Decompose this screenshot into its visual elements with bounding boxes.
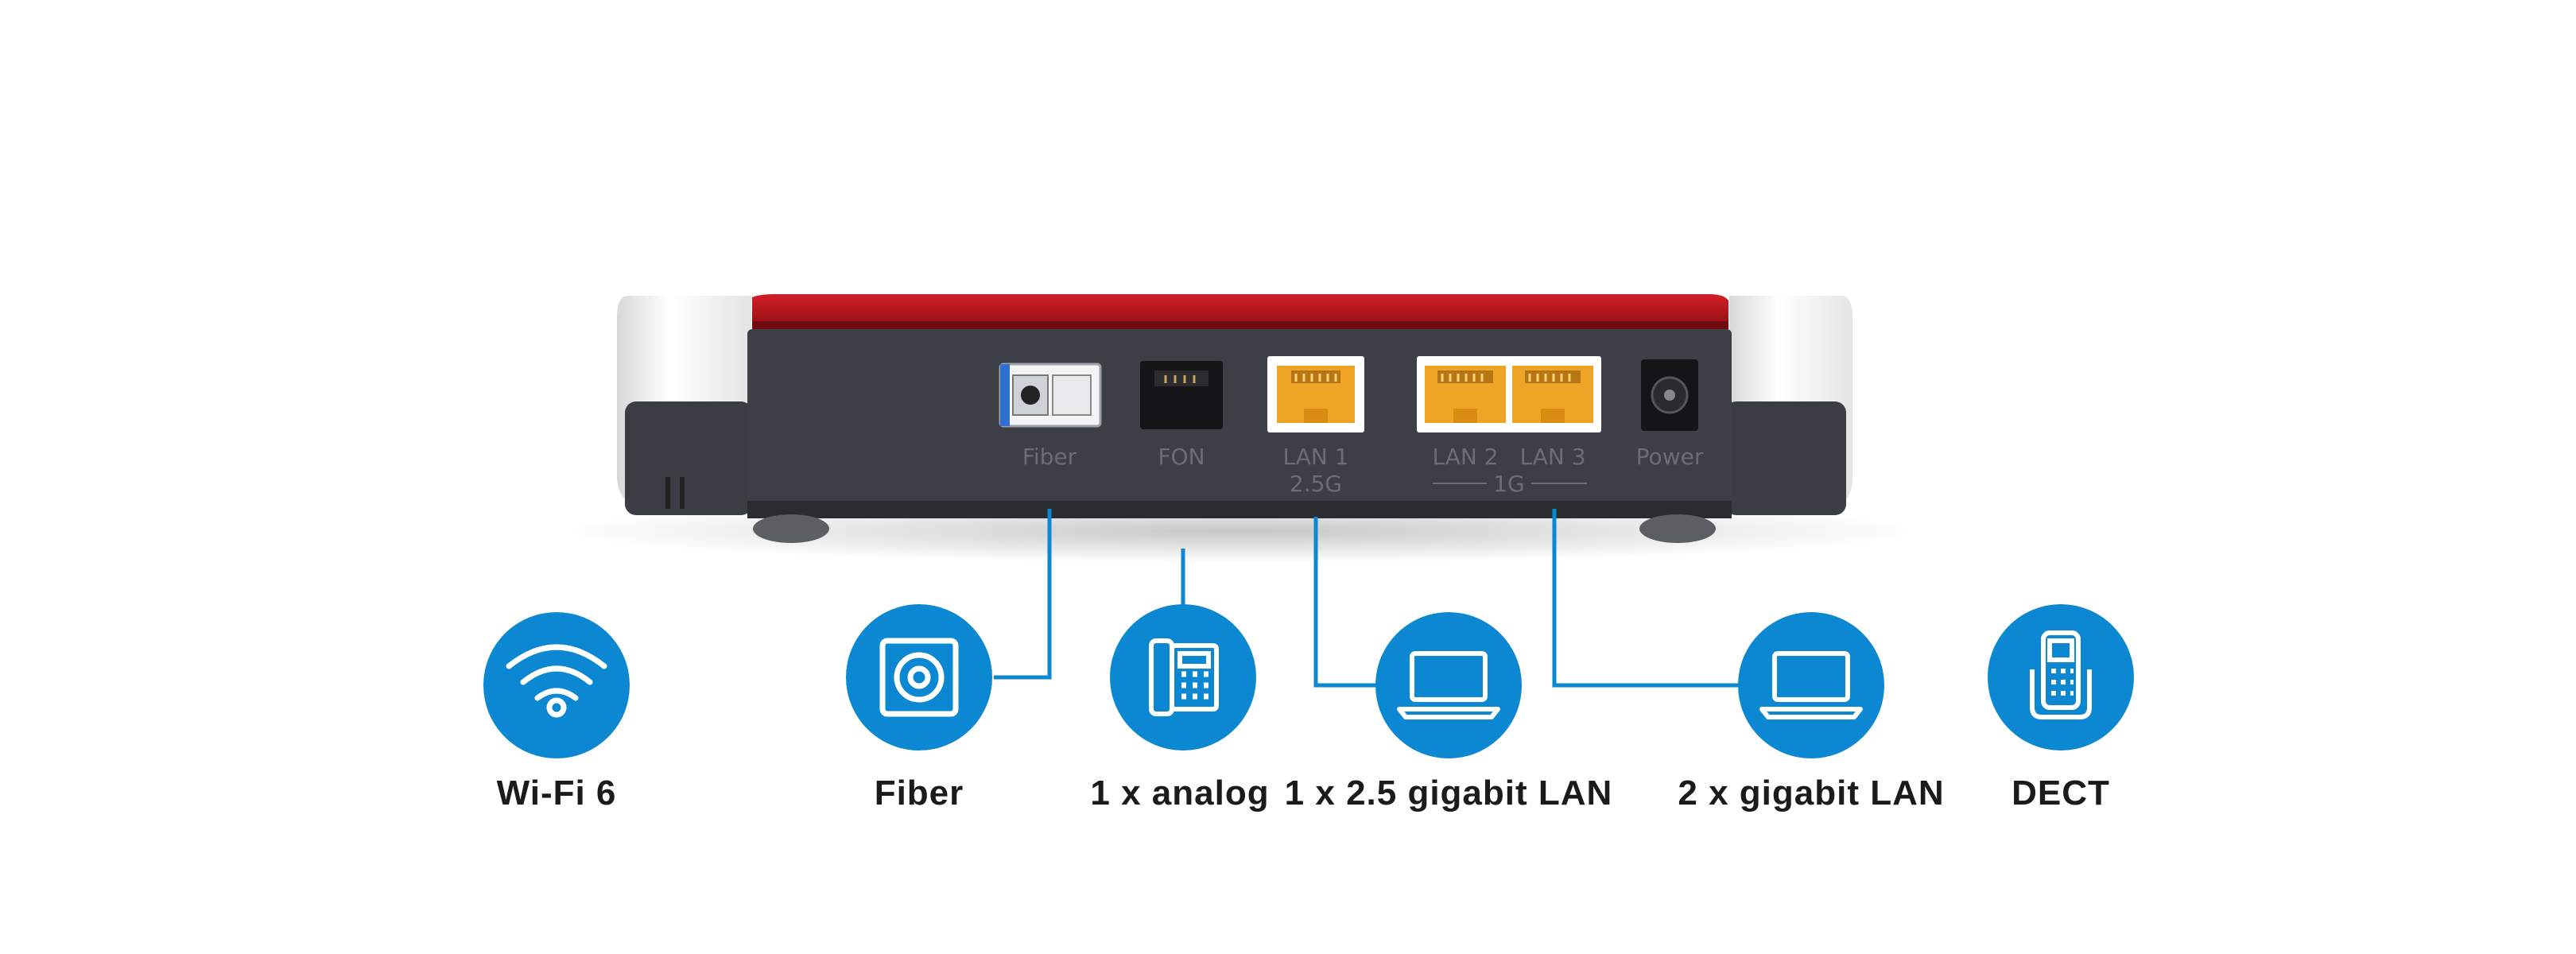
lan-group-label: 1G	[1493, 471, 1525, 497]
feature-fiber	[846, 604, 992, 750]
power-port	[1641, 359, 1698, 431]
lan2-lan3-ports	[1417, 356, 1601, 432]
feature-label-wifi: Wi-Fi 6	[497, 774, 617, 812]
feature-wifi	[483, 612, 630, 758]
laptop-icon	[1759, 651, 1863, 719]
feature-dect	[1988, 604, 2134, 750]
feature-label-lan25: 1 x 2.5 gigabit LAN	[1285, 774, 1613, 812]
port-sublabel-lan1: 2.5G	[1290, 471, 1342, 497]
feature-label-dect: DECT	[2012, 774, 2110, 812]
feature-labels: Wi-Fi 6 Fiber 1 x analog 1 x 2.5 gigabit…	[497, 774, 2110, 812]
feature-lan25	[1375, 612, 1522, 758]
port-label-lan3: LAN 3	[1519, 444, 1585, 470]
feature-icons	[483, 604, 2134, 758]
connector-lan23	[1552, 509, 1738, 688]
port-label-power: Power	[1636, 444, 1704, 470]
red-top-shell	[752, 294, 1728, 329]
fon-port	[1140, 361, 1223, 429]
connector-lan1	[1313, 517, 1377, 688]
connector-fiber	[994, 509, 1052, 680]
connector-lines	[994, 509, 1738, 688]
feature-label-lan1g: 2 x gigabit LAN	[1678, 774, 1944, 812]
laptop-icon	[1397, 651, 1500, 719]
feature-lan1g	[1738, 612, 1884, 758]
lan1-port	[1267, 356, 1364, 432]
feature-label-analog: 1 x analog	[1090, 774, 1269, 812]
cordless-phone-icon	[2030, 630, 2092, 719]
feature-label-fiber: Fiber	[875, 774, 964, 812]
port-label-fon: FON	[1158, 444, 1205, 470]
router-device: Fiber FON LAN 1 2.5G LAN 2 LAN 3 1G Powe…	[617, 294, 1852, 543]
wifi-icon	[506, 644, 607, 718]
port-label-lan2: LAN 2	[1432, 444, 1498, 470]
desk-phone-icon	[1149, 638, 1219, 716]
port-label-fiber: Fiber	[1022, 444, 1077, 470]
feature-analog	[1110, 604, 1256, 750]
port-label-lan1: LAN 1	[1282, 444, 1348, 470]
fiber-port	[999, 363, 1102, 428]
fiber-port-icon	[879, 638, 959, 717]
